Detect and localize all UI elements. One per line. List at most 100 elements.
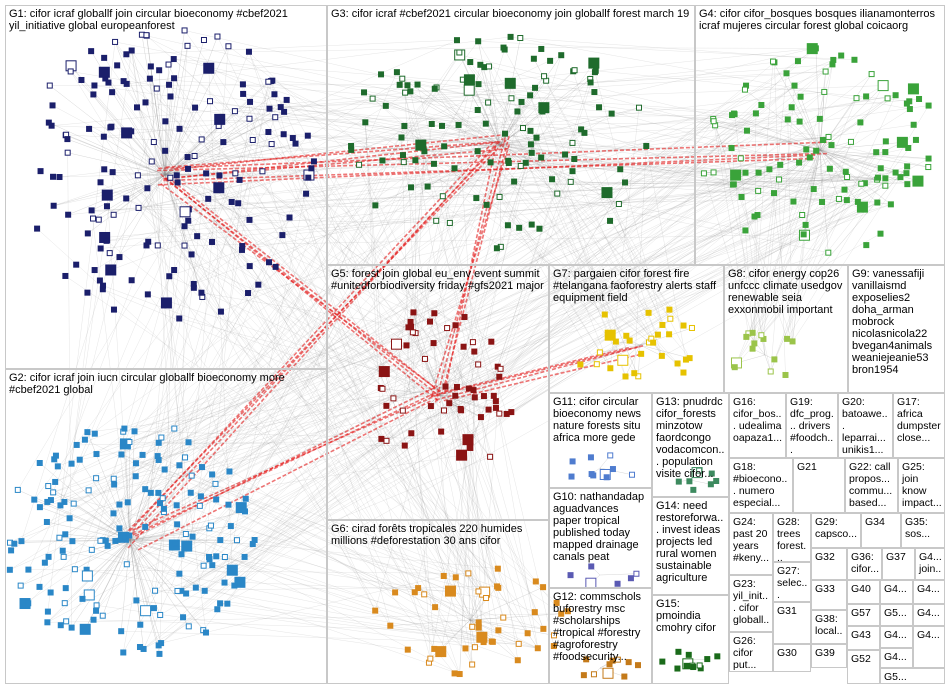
- network-node: [601, 187, 613, 199]
- inter-group-edge: [770, 141, 852, 372]
- network-node: [578, 126, 585, 133]
- inter-group-edge: [36, 228, 479, 628]
- network-node: [666, 331, 673, 338]
- inter-group-edge: [404, 445, 469, 574]
- network-node: [451, 165, 458, 172]
- network-node: [511, 178, 518, 185]
- inter-group-edge: [137, 175, 494, 397]
- inter-group-edge: [121, 630, 519, 645]
- group-cell-g13: G13: pnudrdc cifor_forests minzotow faor…: [652, 393, 729, 497]
- network-node: [362, 119, 369, 126]
- network-node: [378, 366, 390, 378]
- inter-group-edge: [96, 137, 537, 455]
- network-node: [161, 466, 168, 473]
- intra-group-edge: [382, 388, 441, 396]
- network-node: [643, 143, 650, 150]
- network-node: [803, 146, 810, 153]
- inter-group-edge: [201, 292, 409, 328]
- network-node: [226, 468, 233, 475]
- inter-group-edge: [73, 327, 409, 504]
- inter-group-edge: [459, 52, 663, 357]
- inter-group-edge: [380, 176, 901, 389]
- inter-group-edge: [446, 164, 781, 329]
- inter-group-edge: [307, 135, 475, 398]
- intra-group-edge: [150, 66, 166, 176]
- network-node: [61, 498, 68, 505]
- network-node: [131, 428, 138, 435]
- strong-edge: [163, 157, 815, 182]
- network-node: [166, 81, 173, 88]
- network-node: [101, 54, 108, 61]
- network-node: [305, 174, 312, 181]
- intra-group-edge: [129, 539, 189, 627]
- inter-group-edge: [176, 175, 473, 665]
- network-node: [209, 471, 216, 478]
- inter-group-edge: [476, 197, 605, 315]
- network-node: [784, 335, 791, 342]
- network-node: [741, 86, 748, 93]
- inter-group-edge: [230, 525, 479, 592]
- network-node: [428, 120, 435, 127]
- group-label-g16: G16: cifor_bos... udealima oapaza1...: [733, 396, 785, 444]
- network-node: [158, 640, 165, 647]
- network-node: [666, 306, 673, 313]
- inter-group-edge: [112, 171, 432, 407]
- inter-group-edge: [239, 125, 405, 181]
- inter-group-edge: [137, 109, 478, 176]
- network-node: [45, 483, 52, 490]
- network-node: [86, 125, 93, 132]
- network-node: [155, 439, 162, 446]
- network-node: [378, 71, 385, 78]
- inter-group-edge: [638, 107, 735, 115]
- network-node: [554, 190, 561, 197]
- intra-group-edge: [39, 462, 131, 541]
- intra-group-edge: [801, 149, 821, 216]
- network-node: [635, 104, 642, 111]
- network-node: [91, 82, 98, 89]
- network-node: [476, 631, 488, 643]
- network-node: [758, 332, 765, 339]
- inter-group-edge: [177, 179, 878, 592]
- inter-group-edge: [136, 600, 493, 643]
- network-node: [249, 136, 256, 143]
- inter-group-edge: [374, 405, 432, 611]
- network-node: [221, 554, 228, 561]
- network-node: [439, 193, 446, 200]
- network-node: [147, 489, 154, 496]
- group-label-g21: G21: [797, 461, 817, 473]
- network-node: [882, 175, 889, 182]
- inter-group-edge: [135, 70, 575, 464]
- inter-group-edge: [224, 172, 759, 583]
- inter-group-edge: [774, 62, 786, 375]
- network-node: [134, 104, 141, 111]
- network-node: [806, 43, 818, 55]
- inter-group-edge: [70, 71, 396, 593]
- group-cell-g28: G28: trees forest...: [773, 513, 811, 562]
- inter-group-edge: [734, 136, 829, 368]
- network-node: [710, 118, 717, 125]
- strong-edge: [132, 388, 450, 532]
- inter-group-edge: [17, 101, 251, 491]
- inter-group-edge: [402, 155, 431, 322]
- network-node: [171, 267, 178, 274]
- network-node: [755, 169, 762, 176]
- inter-group-edge: [534, 87, 663, 356]
- intra-group-edge: [164, 133, 284, 176]
- network-node: [466, 444, 473, 451]
- network-node: [143, 242, 150, 249]
- intra-group-edge: [819, 149, 908, 185]
- group-label-g38: G38: local...: [815, 613, 843, 644]
- inter-group-edge: [606, 192, 663, 326]
- inter-group-edge: [488, 66, 611, 369]
- inter-group-edge: [249, 101, 475, 398]
- group-cell-g19: G19: dfc_prog... drivers #foodch...: [786, 393, 838, 458]
- network-node: [471, 394, 478, 401]
- network-node: [790, 198, 797, 205]
- group-label-g29: G29: capsco...: [815, 516, 858, 540]
- inter-group-edge: [184, 91, 411, 227]
- inter-group-edge: [440, 395, 495, 652]
- network-node: [474, 107, 481, 114]
- network-node: [152, 587, 159, 594]
- inter-group-edge: [436, 48, 813, 88]
